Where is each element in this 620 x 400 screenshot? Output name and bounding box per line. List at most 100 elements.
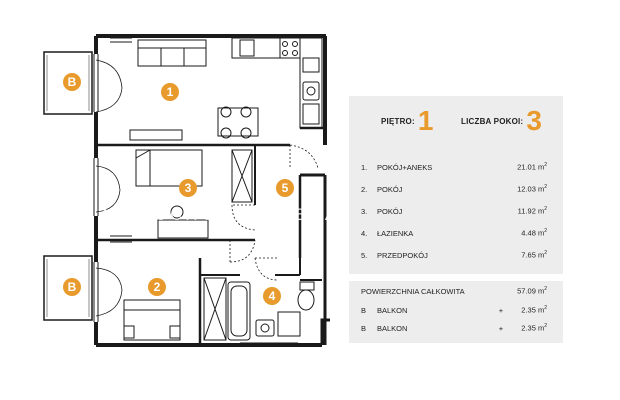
balcony-row: B BALKON + 2.35 m2 — [361, 304, 547, 316]
sofa — [137, 39, 207, 67]
tv-cabinet — [129, 129, 183, 141]
room-area: 11.92 m2 — [517, 206, 547, 216]
watermark: NIERUCHOMOŚCI BRANDSCY — [102, 205, 345, 224]
wardrobe — [203, 277, 227, 341]
room-marker-3: 3 — [179, 179, 197, 197]
washing-machine — [277, 311, 301, 337]
room-row: 3. POKÓJ 11.92 m2 — [361, 205, 547, 217]
appliance — [302, 57, 320, 73]
door-swing — [95, 189, 121, 213]
room-marker-label: 5 — [282, 181, 289, 195]
room-marker-circle — [161, 83, 179, 101]
dining-table — [217, 107, 259, 137]
balcony-code: B — [361, 305, 367, 315]
door-swing — [95, 165, 121, 191]
room-area: 7.65 m2 — [521, 250, 547, 260]
total-area-label: POWIERZCHNIA CAŁKOWITA — [361, 286, 465, 296]
room-name: PRZEDPOKÓJ — [377, 250, 428, 260]
total-area-row: POWIERZCHNIA CAŁKOWITA 57.09 m2 — [361, 285, 547, 297]
desk — [157, 219, 209, 239]
room-marker-circle — [179, 179, 197, 197]
room-marker-circle — [63, 73, 81, 91]
balcony-area: 2.35 m2 — [521, 323, 547, 333]
room-marker-label: 4 — [269, 289, 276, 303]
nightstand — [123, 325, 135, 339]
window — [93, 262, 99, 322]
room-name: POKÓJ+ANEKS — [377, 162, 433, 172]
floor-header: PIĘTRO: 1 — [381, 106, 433, 136]
sink — [302, 81, 320, 101]
balcony-plus: + — [498, 305, 504, 315]
balcony-plus: + — [498, 323, 504, 333]
nightstand — [169, 325, 181, 339]
door-swing — [95, 59, 123, 89]
room-marker-circle — [263, 287, 281, 305]
room-row: 4. ŁAZIENKA 4.48 m2 — [361, 227, 547, 239]
room-marker-label: B — [68, 280, 77, 294]
wardrobe — [231, 149, 253, 203]
room-number: 1. — [361, 162, 368, 172]
room-marker-2: 2 — [148, 278, 166, 296]
room-marker-b2: B — [63, 278, 81, 296]
balcony-name: BALKON — [377, 305, 408, 315]
door-swing — [289, 144, 319, 169]
balcony-row: B BALKON + 2.35 m2 — [361, 322, 547, 334]
rooms-count-header: LICZBA POKOI: 3 — [461, 106, 542, 136]
room-area: 4.48 m2 — [521, 228, 547, 238]
kitchen-counter — [231, 37, 301, 59]
room-marker-circle — [63, 278, 81, 296]
rooms-count-label: LICZBA POKOI: — [461, 116, 524, 126]
rooms-count-value: 3 — [526, 105, 542, 136]
room-row: 2. POKÓJ 12.03 m2 — [361, 183, 547, 195]
total-area-value: 57.09 m2 — [517, 286, 547, 296]
balcony-area: 2.35 m2 — [521, 305, 547, 315]
room-row: 1. POKÓJ+ANEKS 21.01 m2 — [361, 161, 547, 173]
room-name: POKÓJ — [377, 206, 403, 216]
room-row: 5. PRZEDPOKÓJ 7.65 m2 — [361, 249, 547, 261]
washbasin — [255, 319, 275, 337]
room-marker-b1: B — [63, 73, 81, 91]
room-marker-label: 1 — [167, 85, 174, 99]
bathtub — [227, 281, 251, 341]
room-name: ŁAZIENKA — [377, 228, 414, 238]
room-number: 5. — [361, 250, 368, 260]
appliance — [302, 103, 320, 125]
room-marker-5: 5 — [276, 179, 294, 197]
room-number: 2. — [361, 184, 368, 194]
toilet — [297, 289, 315, 311]
door-swing — [95, 267, 123, 291]
window — [110, 235, 132, 243]
bed — [123, 299, 181, 341]
floor-value: 1 — [417, 105, 434, 136]
outer-wall — [320, 318, 330, 345]
appliance — [239, 39, 255, 57]
room-marker-1: 1 — [161, 83, 179, 101]
door-swing — [254, 257, 279, 281]
bed — [135, 149, 203, 187]
window — [93, 54, 99, 112]
room-marker-circle — [276, 179, 294, 197]
door-swing — [95, 289, 123, 317]
room-number: 3. — [361, 206, 368, 216]
room-marker-label: 2 — [154, 280, 161, 294]
balcony-name: BALKON — [377, 323, 408, 333]
balcony-code: B — [361, 323, 367, 333]
room-name: POKÓJ — [377, 184, 403, 194]
kitchen-counter — [299, 37, 323, 129]
room-number: 4. — [361, 228, 368, 238]
balcony — [43, 51, 93, 115]
window — [93, 158, 99, 216]
room-marker-circle — [148, 278, 166, 296]
door-swing — [95, 87, 123, 113]
room-marker-label: B — [68, 75, 77, 89]
room-area: 12.03 m2 — [517, 184, 547, 194]
floor-label: PIĘTRO: — [381, 116, 415, 126]
window — [110, 37, 132, 43]
room-area: 21.01 m2 — [517, 162, 547, 172]
room-marker-4: 4 — [263, 287, 281, 305]
stove — [279, 37, 301, 59]
room-marker-label: 3 — [185, 181, 192, 195]
info-panel: PIĘTRO: 1 LICZBA POKOI: 3 1. POKÓJ+ANEKS… — [349, 96, 563, 274]
door-swing — [229, 239, 256, 263]
